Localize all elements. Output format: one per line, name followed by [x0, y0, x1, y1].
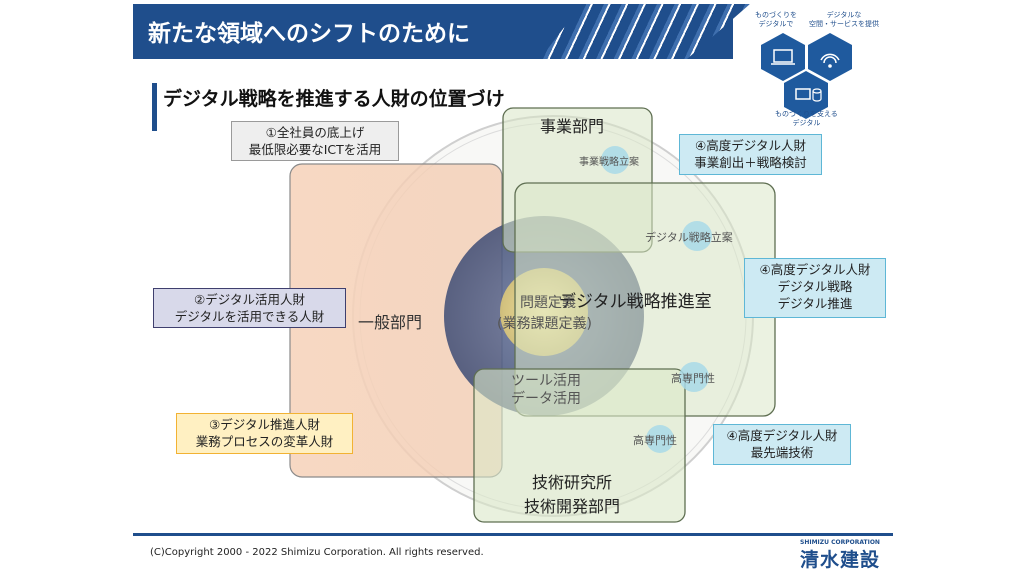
tools-label: ツール活用	[511, 373, 581, 389]
logo-caption-top-right: デジタルな 空間・サービスを提供	[809, 11, 879, 28]
callout-digital-user-line2: デジタルを活用できる人財	[174, 309, 325, 324]
callout-digital-promoter-line2: 業務プロセスの変革人財	[195, 434, 334, 449]
callout-digital-user-line1: ②デジタル活用人財	[194, 292, 305, 307]
research-region	[473, 368, 686, 523]
callout-all-employees-line2: 最低限必要なICTを活用	[248, 142, 382, 157]
expertise-label-2: 高専門性	[633, 434, 677, 447]
digital-office-label: デジタル戦略推進室	[559, 292, 712, 312]
page-subtitle: デジタル戦略を推進する人財の位置づけ	[163, 88, 505, 110]
logo-caption-top-left: ものづくりを デジタルで	[755, 11, 797, 28]
expertise-label-1: 高専門性	[671, 372, 715, 385]
callout-advanced-research: ④高度デジタル人財 最先端技術	[713, 424, 851, 465]
general-department-label: 一般部門	[358, 313, 423, 332]
wifi-icon	[820, 53, 840, 61]
copyright-text: (C)Copyright 2000 - 2022 Shimizu Corpora…	[150, 547, 484, 558]
callout-digital-promoter: ③デジタル推進人財 業務プロセスの変革人財	[176, 413, 353, 454]
page-title: 新たな領域へのシフトのために	[148, 21, 470, 47]
callout-all-employees: ①全社員の底上げ 最低限必要なICTを活用	[231, 121, 399, 161]
corporation-english-name: SHIMIZU CORPORATION	[800, 539, 880, 546]
callout-advanced-research-line2: 最先端技術	[750, 445, 814, 460]
problem-definition-label: 問題定義	[520, 295, 576, 311]
business-department-label: 事業部門	[540, 117, 605, 136]
callout-digital-user: ②デジタル活用人財 デジタルを活用できる人財	[153, 288, 346, 328]
callout-advanced-strategy-line1: ④高度デジタル人財	[759, 262, 871, 277]
digital-hex-logo: ものづくりを デジタルで デジタルな 空間・サービスを提供 ものづくりを支える …	[733, 5, 903, 130]
hex-logo-graphic	[761, 33, 852, 119]
bubble-expertise-2	[646, 425, 674, 453]
bubble-digital-plan	[682, 221, 712, 251]
digital-plan-label: デジタル戦略立案	[645, 231, 733, 244]
bubble-expertise-1	[679, 362, 709, 392]
callout-advanced-business-line1: ④高度デジタル人財	[695, 138, 806, 153]
callout-advanced-strategy: ④高度デジタル人財 デジタル戦略 デジタル推進	[744, 258, 886, 318]
business-plan-label: 事業戦略立案	[579, 157, 639, 168]
corporation-logo-text: 清水建設	[800, 549, 881, 571]
subtitle-marker	[152, 83, 157, 131]
data-usage-label: データ活用	[511, 391, 581, 407]
research-label-line1: 技術研究所	[532, 473, 613, 492]
callout-advanced-research-line1: ④高度デジタル人財	[726, 428, 838, 443]
callout-advanced-business: ④高度デジタル人財 事業創出＋戦略検討	[679, 134, 822, 175]
problem-definition-sublabel: (業務課題定義)	[497, 316, 592, 332]
research-label-line2: 技術開発部門	[524, 497, 621, 516]
footer-divider	[133, 533, 893, 536]
callout-advanced-strategy-line2: デジタル戦略	[777, 279, 853, 294]
callout-digital-promoter-line1: ③デジタル推進人財	[209, 417, 320, 432]
monitor-icon	[773, 49, 793, 63]
logo-caption-bottom: ものづくりを支える デジタル	[775, 110, 838, 127]
callout-advanced-business-line2: 事業創出＋戦略検討	[694, 155, 807, 170]
laptop-icon	[795, 88, 811, 100]
bubble-business-plan	[601, 146, 629, 174]
callout-advanced-strategy-line3: デジタル推進	[777, 296, 853, 311]
callout-all-employees-line1: ①全社員の底上げ	[265, 125, 365, 140]
